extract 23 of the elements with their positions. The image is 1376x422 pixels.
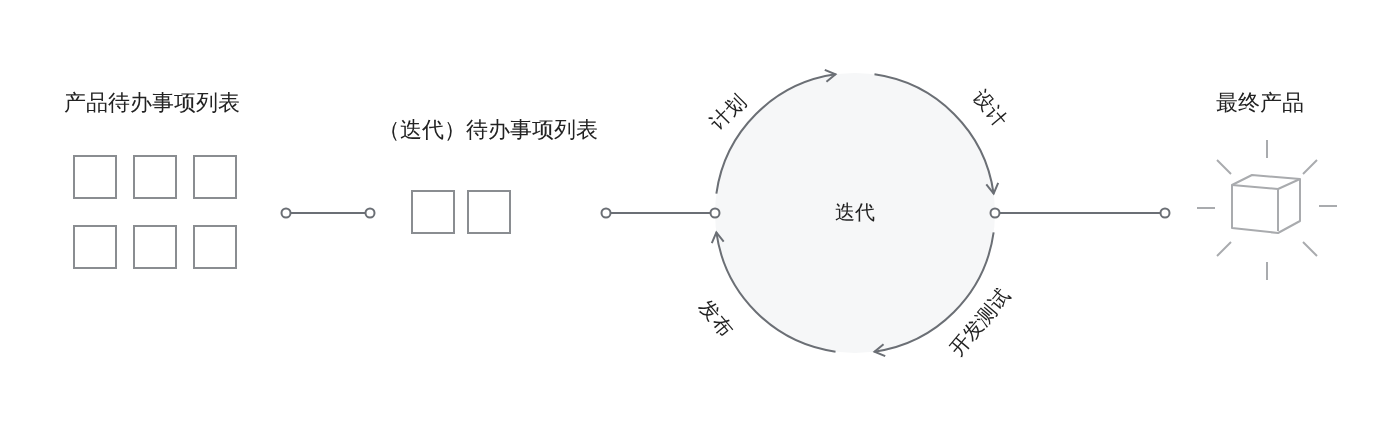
backlog-item-square xyxy=(193,155,237,199)
connector-line xyxy=(989,207,1171,219)
backlog-item-square xyxy=(467,190,511,234)
edge-label: 发布 xyxy=(693,294,740,342)
curved-arrow xyxy=(711,231,837,353)
edge-label: 计划 xyxy=(704,88,752,136)
backlog-item-square xyxy=(133,155,177,199)
connector-line xyxy=(600,207,721,219)
backlog-item-square xyxy=(411,190,455,234)
connector-line xyxy=(280,207,376,219)
group-heading: 产品待办事项列表 xyxy=(63,89,241,117)
group-heading: 最终产品 xyxy=(1215,89,1305,117)
backlog-item-square xyxy=(73,155,117,199)
backlog-item-square xyxy=(73,225,117,269)
curved-arrow xyxy=(873,73,999,195)
backlog-item-square xyxy=(133,225,177,269)
group-heading: （迭代）待办事项列表 xyxy=(377,116,599,144)
backlog-item-square xyxy=(193,225,237,269)
edge-label: 开发测试 xyxy=(943,282,1016,362)
edge-label: 设计 xyxy=(967,84,1014,132)
curved-arrow xyxy=(715,69,837,195)
center-label: 迭代 xyxy=(834,199,876,226)
curved-arrow xyxy=(873,231,995,357)
